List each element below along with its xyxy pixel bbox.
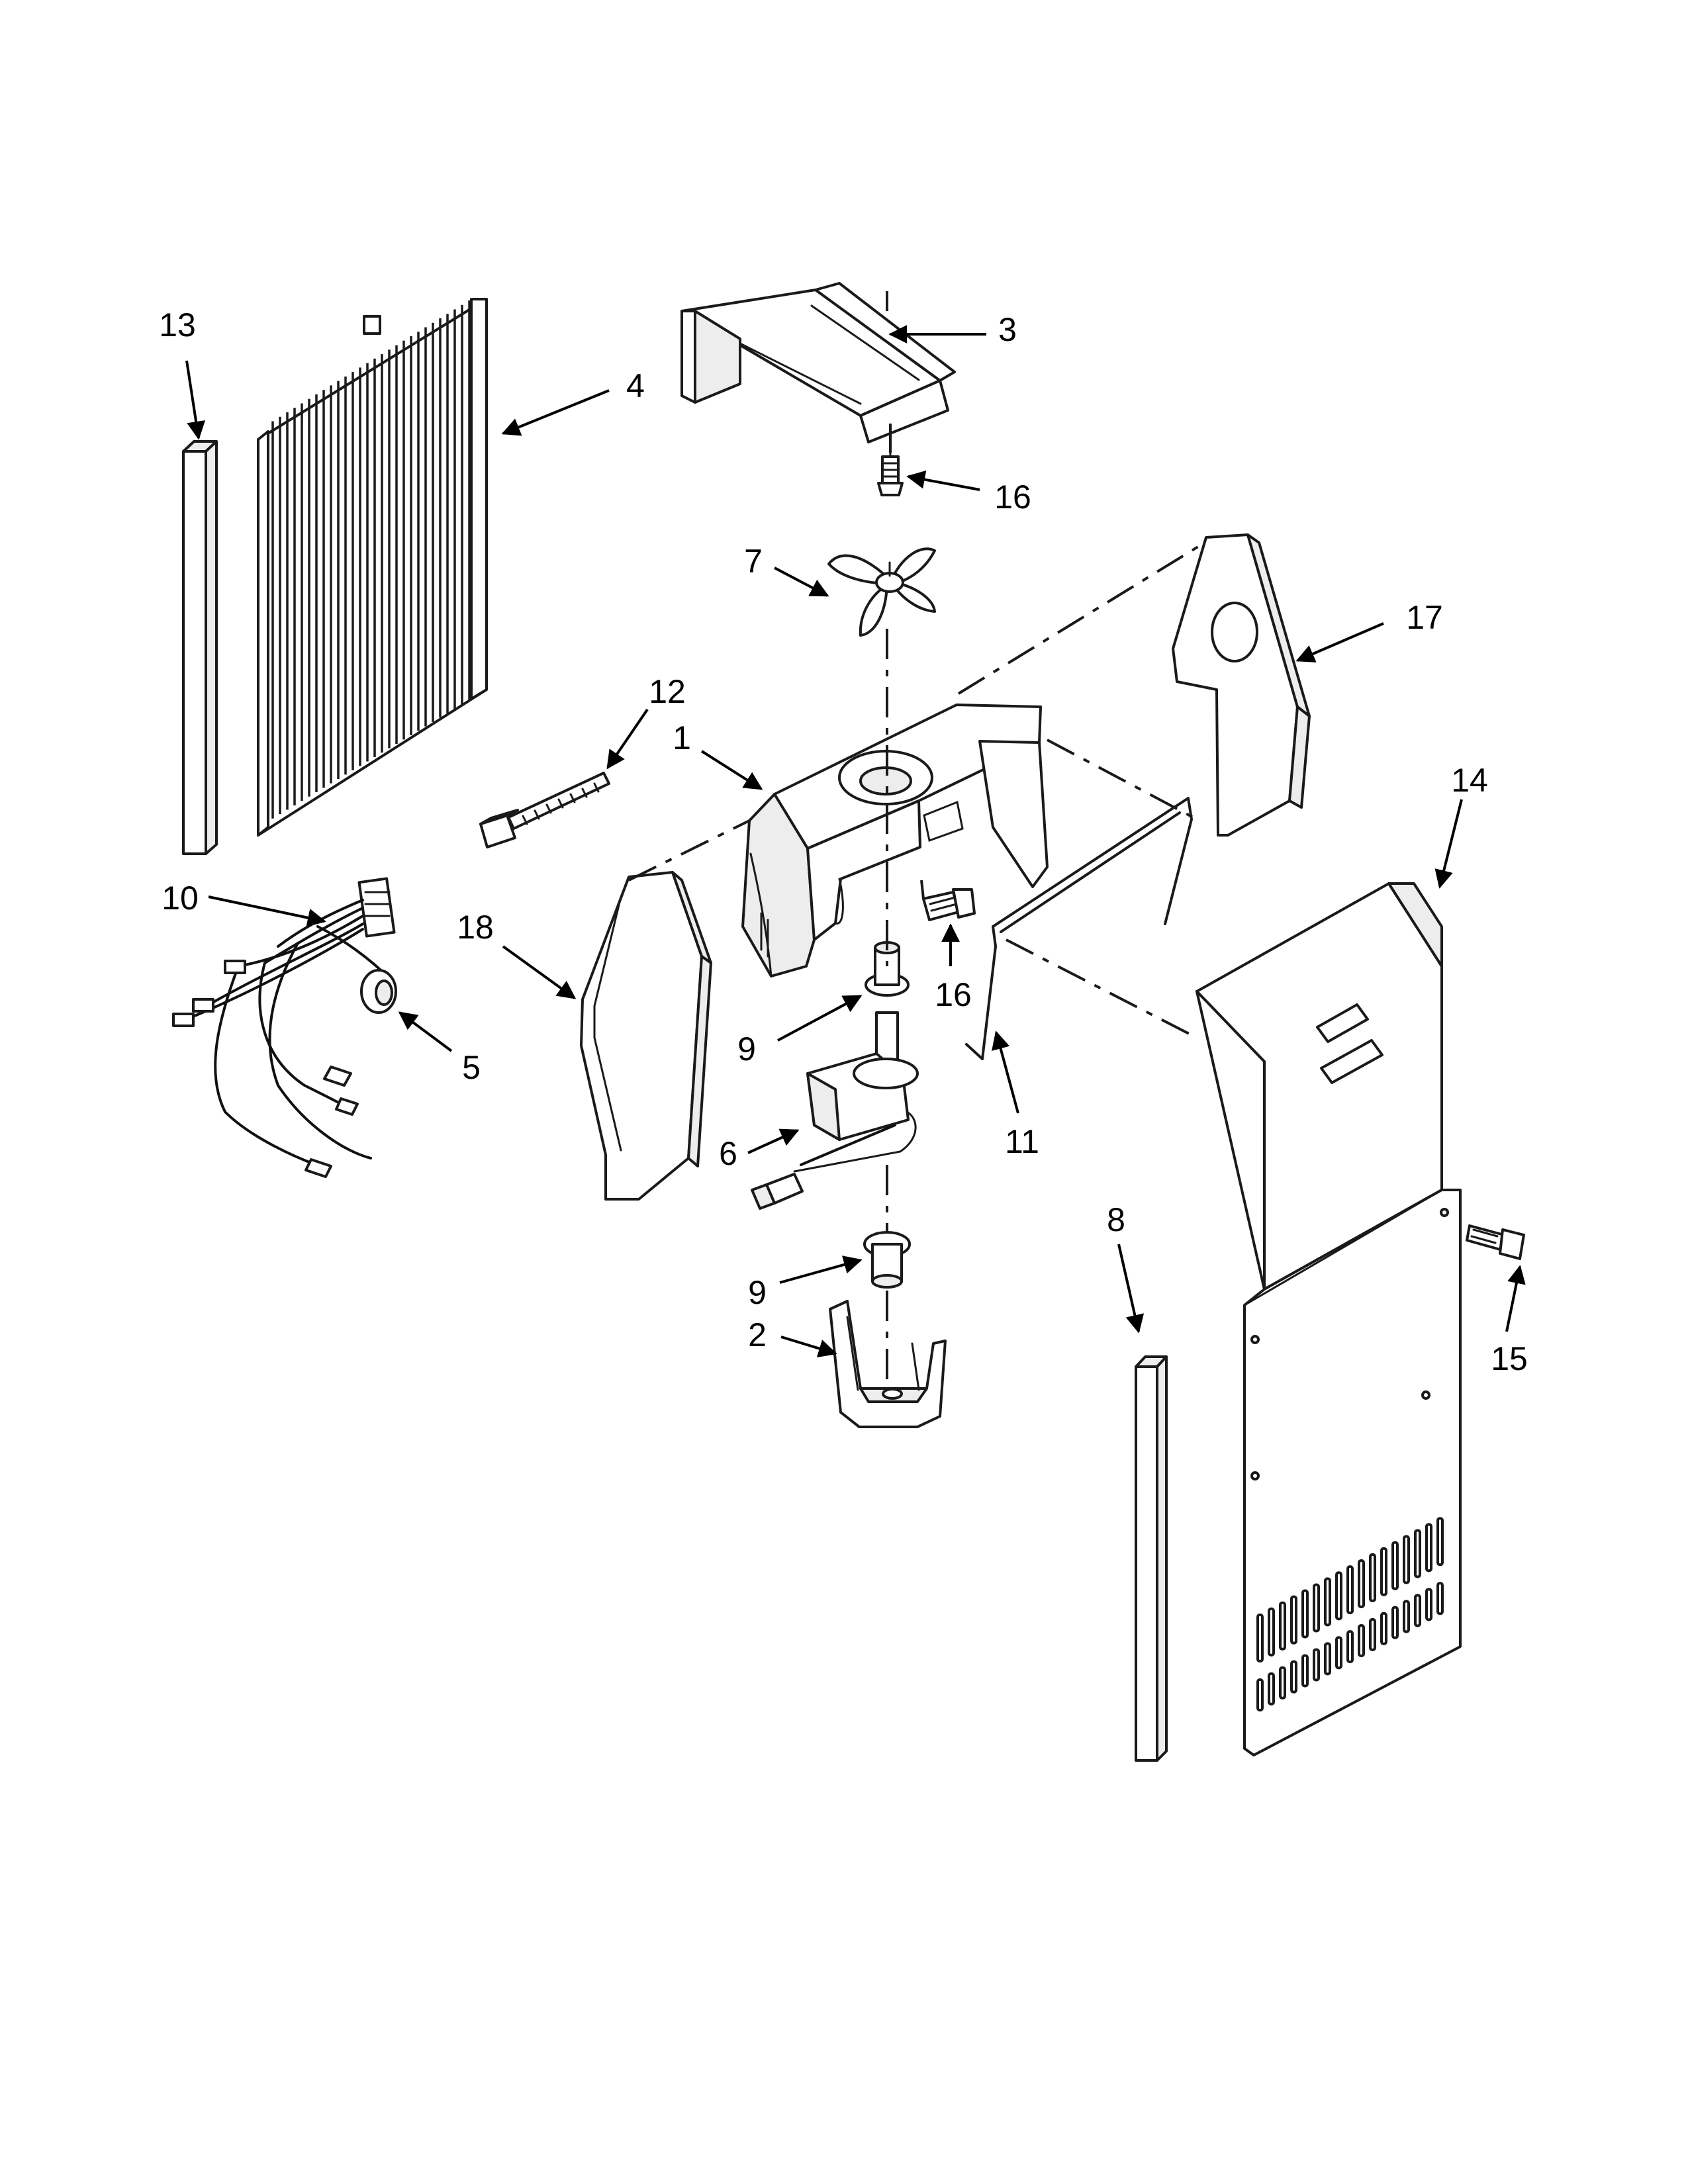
callout-1: 1: [673, 719, 691, 756]
vent-slots: [1256, 1517, 1444, 1711]
callout-13: 13: [159, 306, 196, 343]
part-18-side-insulation: [580, 871, 712, 1201]
callout-12: 12: [649, 673, 686, 710]
part-5-grommet: [360, 969, 397, 1014]
callout-6: 6: [719, 1135, 737, 1172]
leader-5: [398, 1011, 453, 1052]
part-11-wire-retainer: [965, 797, 1193, 1060]
leader-15: [1505, 1265, 1526, 1332]
callout-2: 2: [748, 1316, 767, 1353]
leader-9a: [777, 995, 863, 1042]
part-16-screw-upper: [877, 450, 904, 496]
callout-16-upper: 16: [994, 478, 1031, 516]
leader-7: [774, 567, 829, 597]
part-13-foam-strip: [182, 440, 218, 855]
callout-labels: 13 4 3 16 7 17 12 1 14 10 18 16 9 5 6 11…: [159, 306, 1528, 1377]
alignment-lines: [628, 291, 1199, 1383]
part-7-fan-blade: [827, 547, 936, 637]
leader-arrows: [185, 325, 1526, 1358]
part-6-fan-motor: [751, 1011, 919, 1210]
callout-17: 17: [1406, 599, 1443, 636]
callout-5: 5: [462, 1049, 481, 1086]
part-16-screw-lower: [922, 888, 976, 921]
part-15-screw: [1466, 1224, 1525, 1260]
callout-3: 3: [998, 311, 1017, 348]
leader-8: [1117, 1244, 1145, 1334]
leader-14: [1434, 799, 1463, 889]
leader-18: [502, 945, 577, 999]
part-14-rear-cover: [1196, 882, 1462, 1756]
callout-10: 10: [162, 880, 199, 917]
leader-12: [606, 708, 649, 770]
part-8-foam-strip: [1135, 1355, 1168, 1762]
leader-1: [700, 750, 763, 790]
part-2-motor-bracket: [829, 1300, 947, 1428]
part-10-wiring-harness: [172, 877, 396, 1178]
part-17-side-insulation: [1172, 533, 1311, 837]
part-4-evaporator-cover: [257, 298, 488, 837]
callout-4: 4: [626, 367, 645, 404]
ribbed-fins: [271, 300, 471, 819]
leader-2: [780, 1336, 837, 1358]
leader-17: [1295, 622, 1384, 662]
leader-13: [185, 360, 206, 440]
callout-15: 15: [1491, 1340, 1528, 1377]
leader-16a: [906, 470, 980, 491]
callout-18: 18: [457, 909, 494, 946]
callout-9-lower: 9: [748, 1274, 767, 1311]
part-3-air-duct: [680, 282, 956, 443]
leader-9b: [779, 1255, 863, 1284]
leader-6: [747, 1128, 800, 1154]
callout-16-lower: 16: [935, 976, 972, 1013]
callout-9-upper: 9: [737, 1030, 756, 1068]
leader-4: [501, 389, 610, 436]
part-1-fan-shroud: [741, 704, 1049, 978]
callout-14: 14: [1451, 762, 1488, 799]
callout-8: 8: [1107, 1201, 1125, 1238]
leader-11: [992, 1030, 1019, 1114]
callout-7: 7: [744, 543, 763, 580]
part-9-motor-grommet-lower: [863, 1231, 911, 1289]
leader-10: [208, 895, 326, 927]
part-12-cable-tie: [479, 772, 610, 848]
callout-11: 11: [1005, 1123, 1039, 1160]
